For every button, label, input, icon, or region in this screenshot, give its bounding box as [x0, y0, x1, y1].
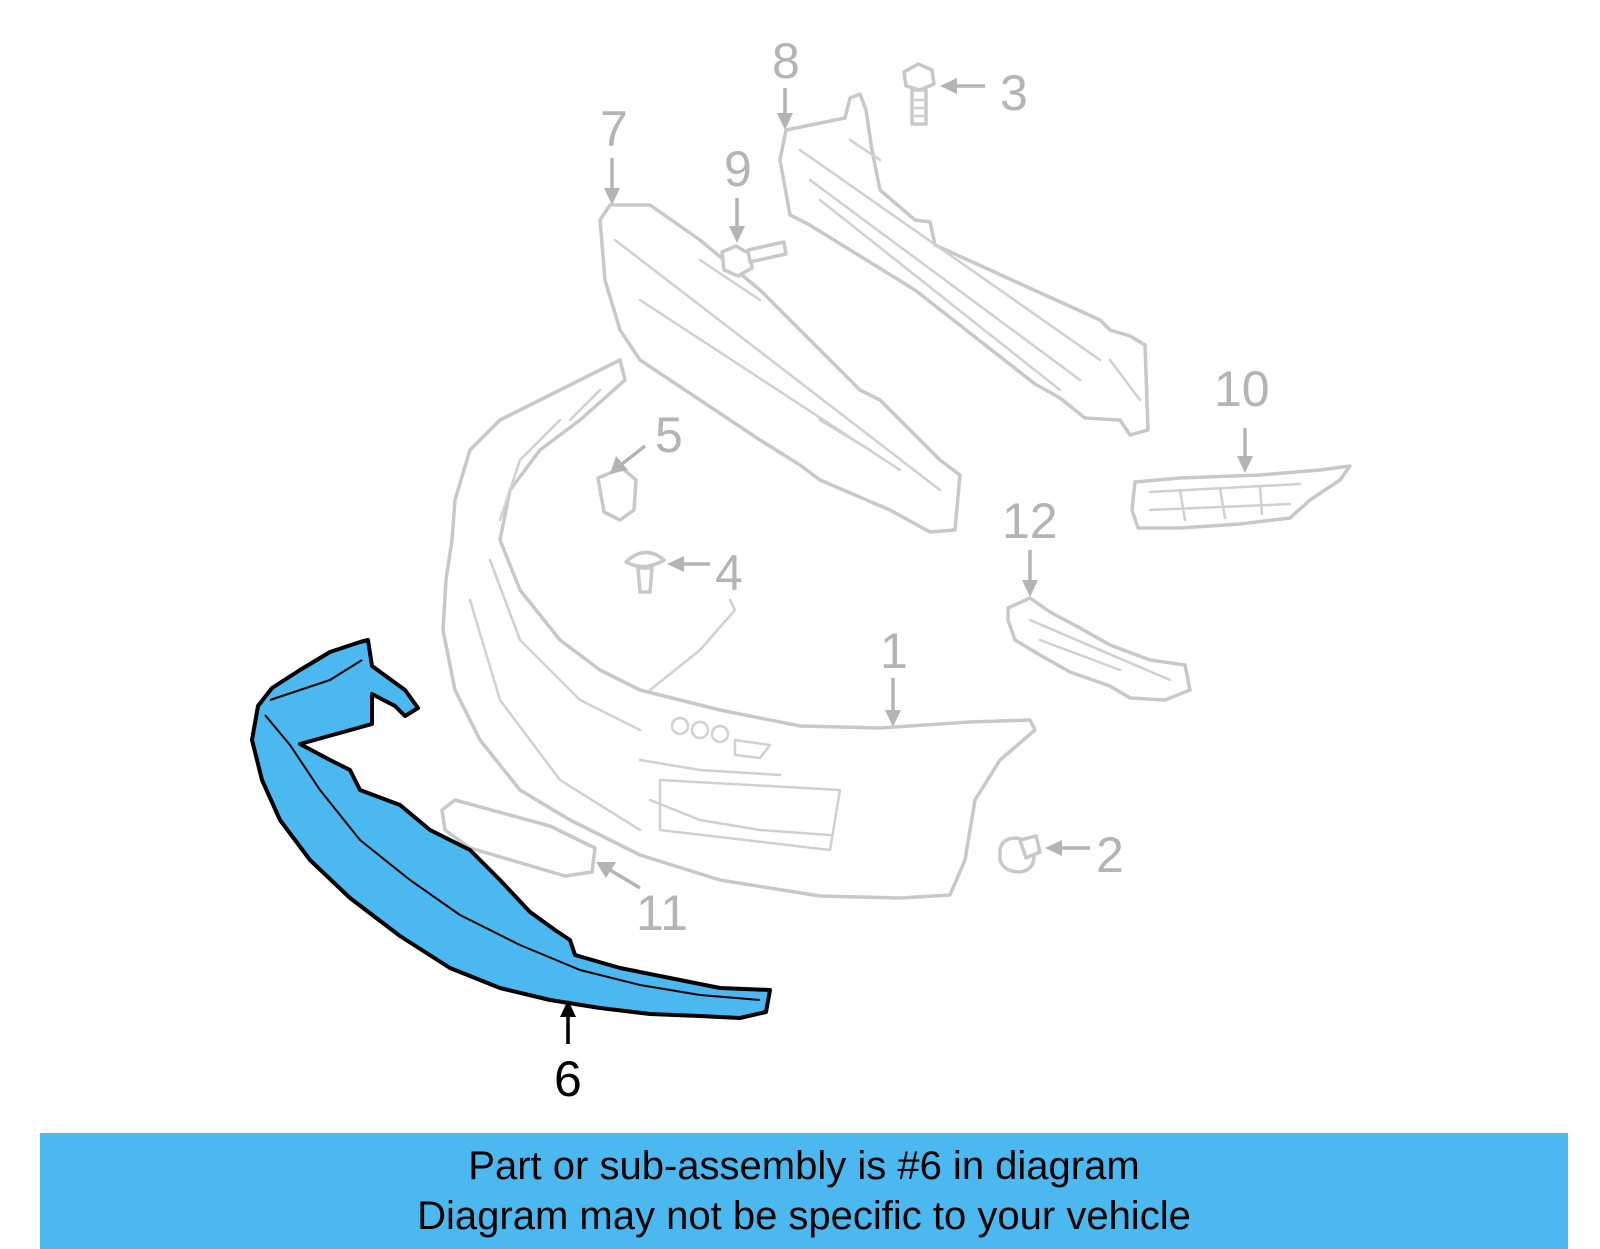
label-8: 8 — [772, 33, 800, 89]
info-banner: Part or sub-assembly is #6 in diagram Di… — [40, 1133, 1568, 1249]
callout-labels: 8 3 7 9 5 4 1 10 12 2 11 6 — [554, 33, 1270, 1107]
callout-arrows — [560, 78, 1253, 1044]
label-11: 11 — [636, 885, 688, 941]
part-10-bracket[interactable] — [1130, 464, 1352, 530]
part-6-shape[interactable] — [250, 638, 772, 1020]
label-4: 4 — [715, 545, 743, 601]
label-9: 9 — [724, 141, 752, 197]
part-4-push-pin[interactable] — [624, 550, 666, 594]
label-1: 1 — [880, 623, 908, 679]
label-2: 2 — [1096, 827, 1124, 883]
label-10: 10 — [1214, 361, 1270, 417]
parts-diagram: 8 3 7 9 5 4 1 10 12 2 11 6 — [250, 33, 1352, 1107]
part-6-lower-valance[interactable] — [250, 638, 772, 1020]
part-9-bolt[interactable] — [720, 240, 788, 278]
part-2-clip[interactable] — [998, 834, 1042, 874]
part-11-cover[interactable] — [440, 798, 597, 878]
banner-line-1: Part or sub-assembly is #6 in diagram — [468, 1144, 1140, 1188]
part-12-bracket[interactable] — [1006, 596, 1192, 702]
banner-line-2: Diagram may not be specific to your vehi… — [417, 1194, 1191, 1238]
label-7: 7 — [600, 101, 628, 157]
label-12: 12 — [1002, 493, 1058, 549]
label-6: 6 — [554, 1051, 582, 1107]
part-8-reinforcement[interactable] — [778, 92, 1150, 437]
part-5-clip[interactable] — [596, 466, 638, 522]
part-1-bumper-cover[interactable] — [441, 358, 1037, 900]
label-5: 5 — [655, 407, 683, 463]
part-3-bolt[interactable] — [902, 62, 936, 126]
label-3: 3 — [1000, 65, 1028, 121]
